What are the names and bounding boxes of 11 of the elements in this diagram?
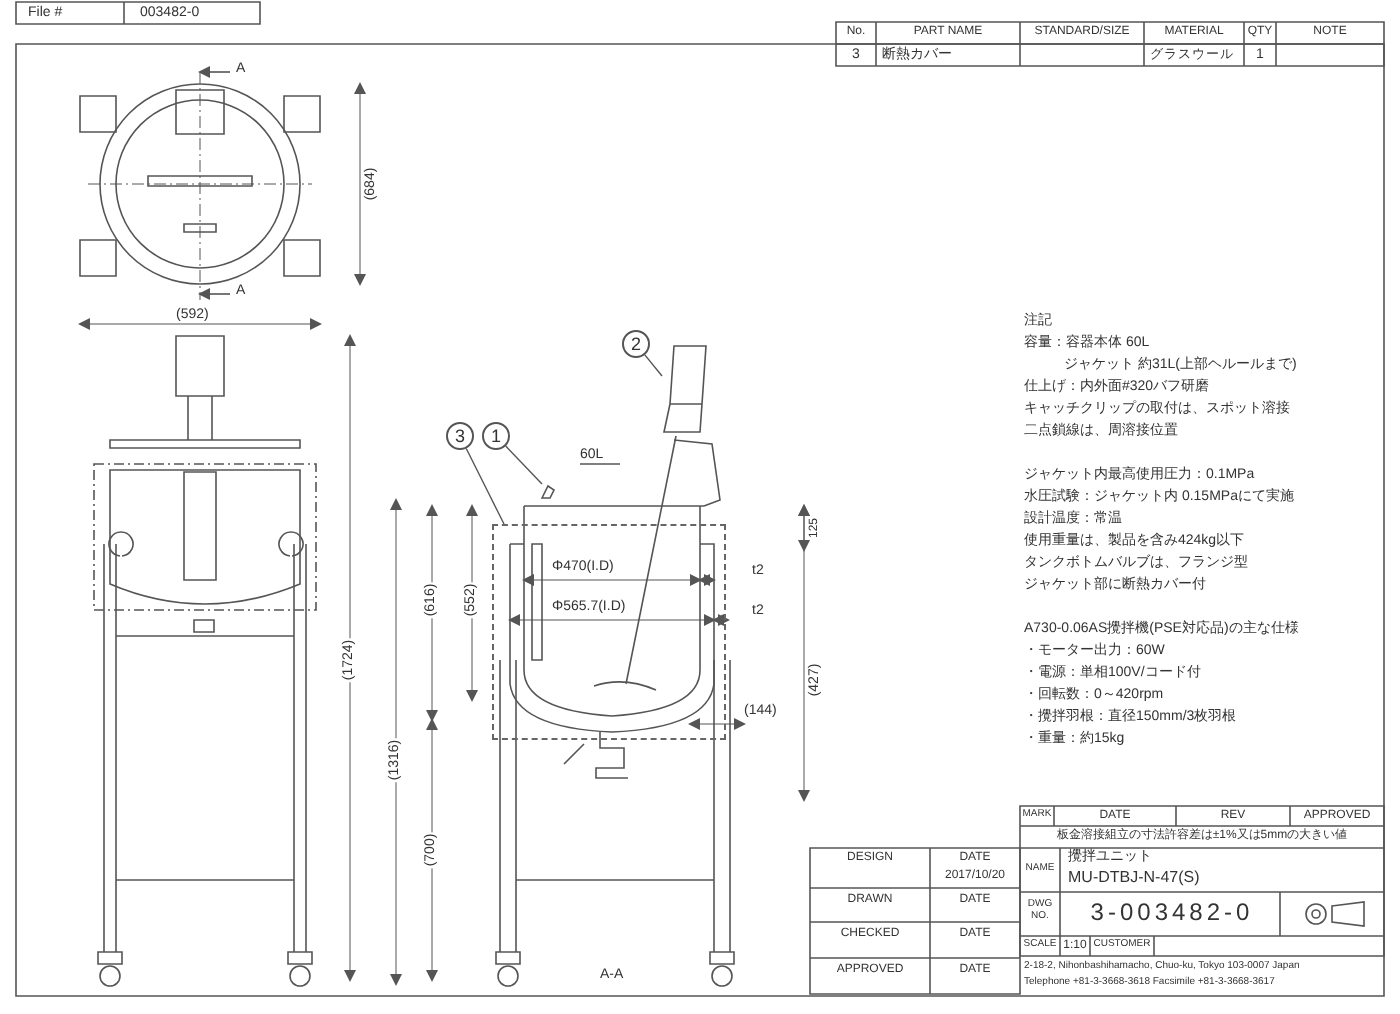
- agitator-motor: [662, 344, 710, 436]
- insulation-cover: [492, 524, 726, 740]
- model-number: MU-DTBJ-N-47(S): [1068, 870, 1200, 888]
- callout-number: 1: [482, 422, 510, 450]
- catch-clip: [540, 484, 556, 500]
- drawing-number: 3-003482-0: [1088, 900, 1256, 927]
- leader-line: [644, 354, 663, 377]
- leader-line: [465, 447, 505, 525]
- callout-number: 3: [446, 422, 474, 450]
- callout-number: 2: [622, 330, 650, 358]
- leader-line: [505, 445, 543, 485]
